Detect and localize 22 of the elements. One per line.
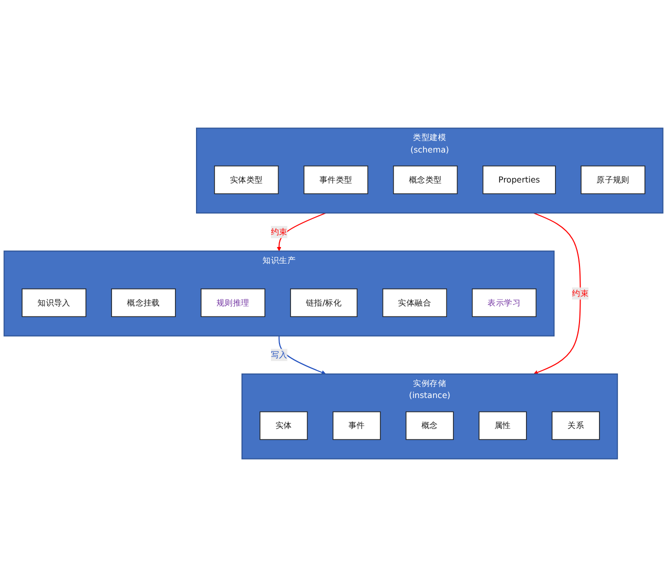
edge-label: 约束: [572, 288, 589, 298]
node-box: 概念类型: [393, 166, 458, 194]
node-box: 表示学习: [472, 288, 536, 318]
node-box: 原子规则: [580, 166, 646, 194]
arrow: [276, 212, 326, 252]
node-box: 知识导入: [22, 288, 86, 318]
node-box: 事件: [332, 411, 381, 440]
node-box: 概念挂载: [111, 288, 176, 318]
edge-label: 写入: [270, 350, 288, 360]
node-box: Properties: [482, 166, 556, 194]
node-box: 概念: [406, 411, 454, 440]
node-box: 规则推理: [200, 288, 266, 318]
edge-label: 约束: [270, 226, 288, 237]
node-box: 链指/标化: [290, 288, 358, 318]
node-box: 属性: [478, 411, 527, 440]
arrow: [278, 336, 326, 375]
arrow: [533, 212, 581, 375]
node-box: 实体类型: [214, 166, 279, 194]
node-box: 实体融合: [382, 288, 447, 318]
node-box: 事件类型: [304, 166, 368, 194]
node-box: 实体: [260, 411, 308, 440]
node-box: 关系: [552, 411, 600, 440]
